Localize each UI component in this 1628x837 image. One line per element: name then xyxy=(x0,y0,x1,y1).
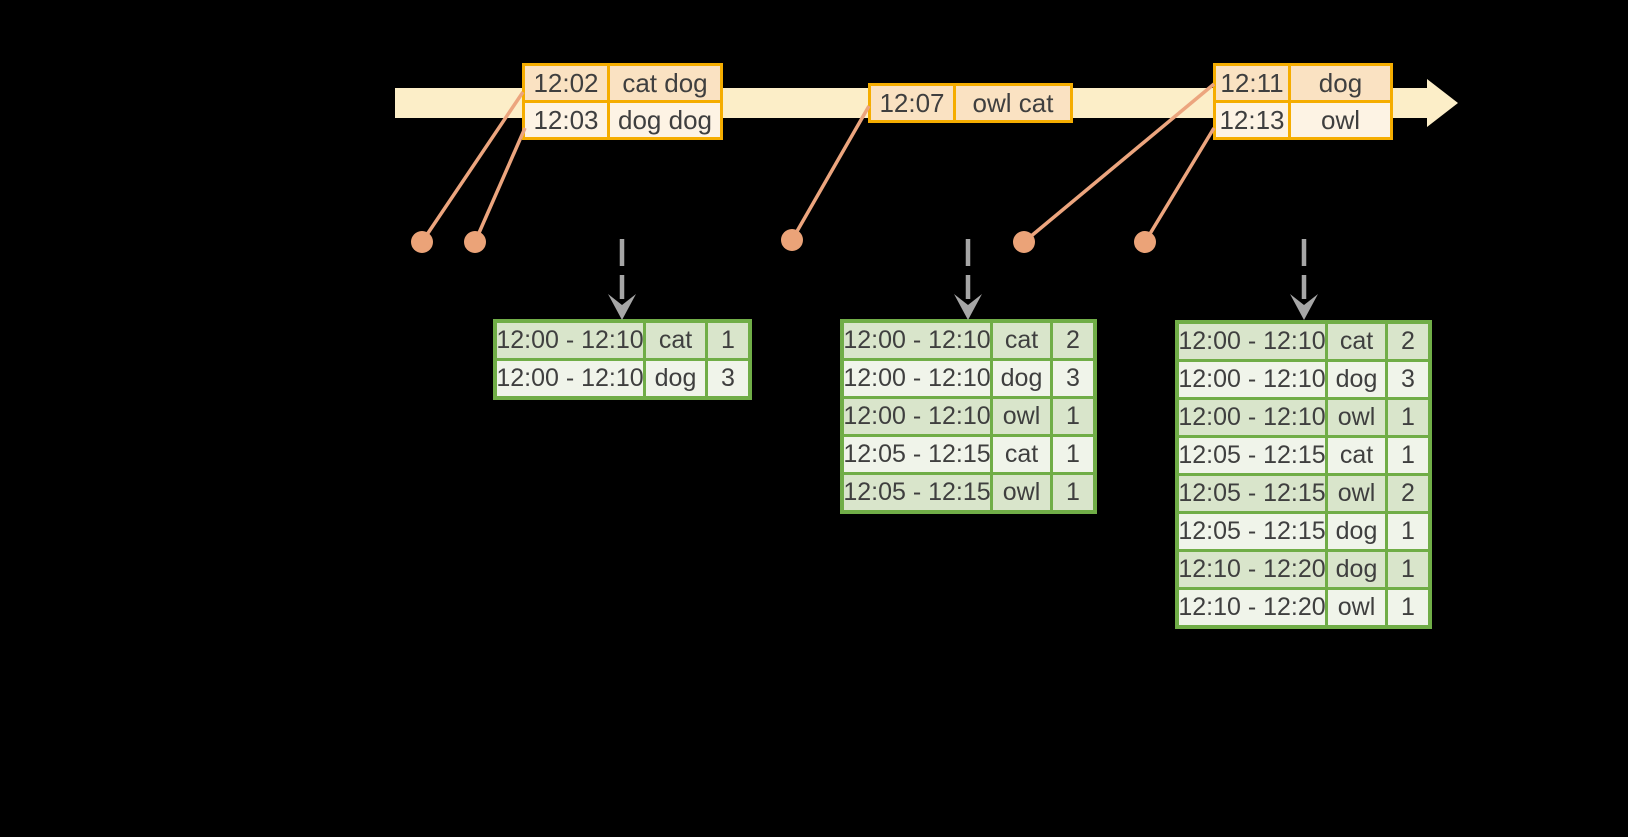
table-cell: 1 xyxy=(1388,514,1428,549)
table-cell: cat xyxy=(993,323,1050,358)
table-cell: 12:00 - 12:10 xyxy=(1178,324,1326,359)
table-cell: 12:00 - 12:10 xyxy=(843,399,991,434)
table-cell: dog xyxy=(993,361,1050,396)
table-cell: cat xyxy=(646,323,705,358)
table-cell: dog xyxy=(646,361,705,396)
table-cell: 12:10 - 12:20 xyxy=(1178,552,1326,587)
table-cell: 12:00 - 12:10 xyxy=(496,323,644,358)
table-cell: 3 xyxy=(708,361,748,396)
table-cell: dog dog xyxy=(610,103,720,137)
event-dot xyxy=(464,231,486,253)
emit-arrowhead-icon xyxy=(954,294,982,320)
table-cell: 12:03 xyxy=(525,103,607,137)
emit-arrow-lines xyxy=(619,239,1307,299)
table-cell: dog xyxy=(1291,66,1390,100)
table-cell: 3 xyxy=(1053,361,1093,396)
table-cell: 12:00 - 12:10 xyxy=(843,323,991,358)
table-cell: cat xyxy=(1328,438,1385,473)
timeline-arrowhead-icon xyxy=(1427,79,1458,127)
table-cell: cat xyxy=(1328,324,1385,359)
event-connector-line xyxy=(790,105,871,241)
table-cell: 12:11 xyxy=(1216,66,1288,100)
table-cell: 1 xyxy=(1053,475,1093,510)
table-cell: 12:10 - 12:20 xyxy=(1178,590,1326,625)
emit-arrowhead-icon xyxy=(608,294,636,320)
table-cell: 1 xyxy=(708,323,748,358)
event-dot xyxy=(1013,231,1035,253)
table-cell: 12:05 - 12:15 xyxy=(1178,476,1326,511)
table-cell: dog xyxy=(1328,362,1385,397)
table-cell: 12:00 - 12:10 xyxy=(843,361,991,396)
event-connector-line xyxy=(1143,127,1216,243)
table-cell: 1 xyxy=(1388,590,1428,625)
table-cell: owl xyxy=(1291,103,1390,137)
table-cell: owl cat xyxy=(956,86,1070,120)
table-cell: 2 xyxy=(1388,476,1428,511)
table-cell: 1 xyxy=(1053,437,1093,472)
table-cell: owl xyxy=(993,399,1050,434)
table-cell: 12:00 - 12:10 xyxy=(496,361,644,396)
table-cell: 2 xyxy=(1053,323,1093,358)
table-cell: dog xyxy=(1328,514,1385,549)
event-dots xyxy=(411,229,1156,253)
table-cell: owl xyxy=(1328,400,1385,435)
table-cell: owl xyxy=(993,475,1050,510)
table-cell: owl xyxy=(1328,476,1385,511)
table-cell: cat xyxy=(993,437,1050,472)
emit-arrowheads xyxy=(608,294,1318,320)
table-cell: 12:00 - 12:10 xyxy=(1178,400,1326,435)
event-dot xyxy=(781,229,803,251)
table-cell: dog xyxy=(1328,552,1385,587)
event-dot xyxy=(1134,231,1156,253)
table-cell: 12:05 - 12:15 xyxy=(843,437,991,472)
emit-arrowhead-icon xyxy=(1290,294,1318,320)
table-cell: 12:00 - 12:10 xyxy=(1178,362,1326,397)
table-cell: 12:13 xyxy=(1216,103,1288,137)
table-cell: cat dog xyxy=(610,66,720,100)
table-cell: 12:07 xyxy=(871,86,953,120)
table-cell: owl xyxy=(1328,590,1385,625)
table-cell: 1 xyxy=(1053,399,1093,434)
table-cell: 3 xyxy=(1388,362,1428,397)
event-dot xyxy=(411,231,433,253)
table-cell: 12:02 xyxy=(525,66,607,100)
table-cell: 12:05 - 12:15 xyxy=(1178,514,1326,549)
event-connector-line xyxy=(473,127,527,243)
table-cell: 12:05 - 12:15 xyxy=(843,475,991,510)
table-cell: 1 xyxy=(1388,552,1428,587)
table-cell: 1 xyxy=(1388,400,1428,435)
table-cell: 12:05 - 12:15 xyxy=(1178,438,1326,473)
table-cell: 1 xyxy=(1388,438,1428,473)
table-cell: 2 xyxy=(1388,324,1428,359)
